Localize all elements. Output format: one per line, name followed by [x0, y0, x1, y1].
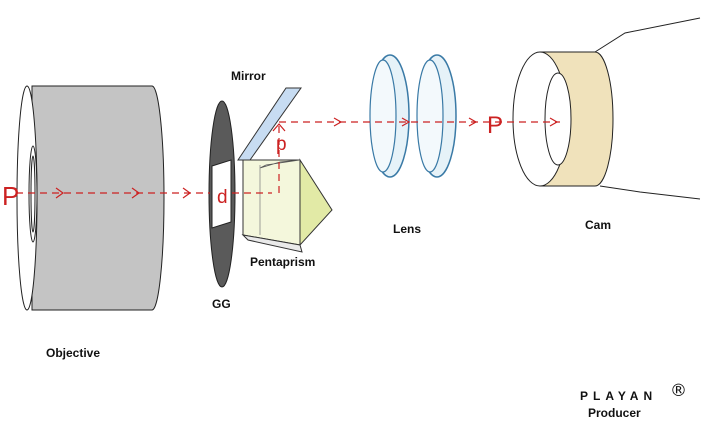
producer-label: Producer [588, 406, 641, 420]
registered-icon: ® [670, 381, 687, 401]
objective [16, 85, 165, 311]
object-glyph: P [2, 181, 19, 211]
camera-image-glyph: P [487, 112, 503, 139]
brand-name: PLAYAN [580, 389, 658, 403]
objective-label: Objective [46, 346, 101, 360]
lens-group [369, 54, 457, 178]
light-ray [16, 121, 560, 194]
mirror-label: Mirror [231, 69, 266, 83]
cam-label: Cam [585, 218, 612, 232]
ray-arrowheads [55, 117, 559, 199]
lens-label: Lens [393, 222, 422, 236]
ground-glass [208, 100, 236, 288]
pentaprism-label: Pentaprism [250, 255, 316, 269]
mirror-image-glyph: p [276, 134, 287, 155]
camera [512, 17, 701, 200]
mirror [237, 87, 302, 161]
ground-glass-image-glyph: d [217, 187, 228, 208]
gg-label: GG [212, 297, 231, 311]
pentaprism [241, 158, 333, 253]
